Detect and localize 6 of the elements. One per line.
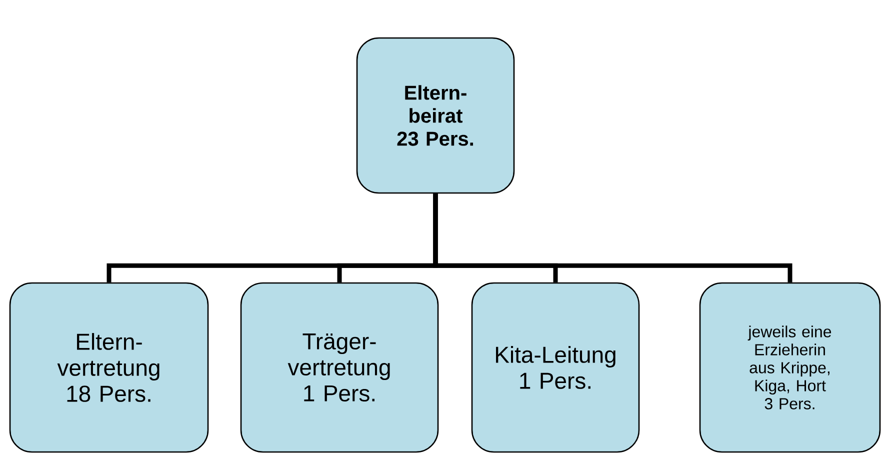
connector (433, 194, 792, 282)
org-box: Kita-Leitung 1 Pers. (471, 282, 640, 453)
org-box: Eltern- beirat 23 Pers. (356, 37, 515, 194)
org-box: jeweils eine Erzieherin aus Krippe, Kiga, Hort 3 Pers. (699, 282, 881, 453)
org-box: Eltern- vertretung 18 Pers. (9, 282, 209, 453)
org-box: Träger- vertretung 1 Pers. (240, 282, 439, 453)
